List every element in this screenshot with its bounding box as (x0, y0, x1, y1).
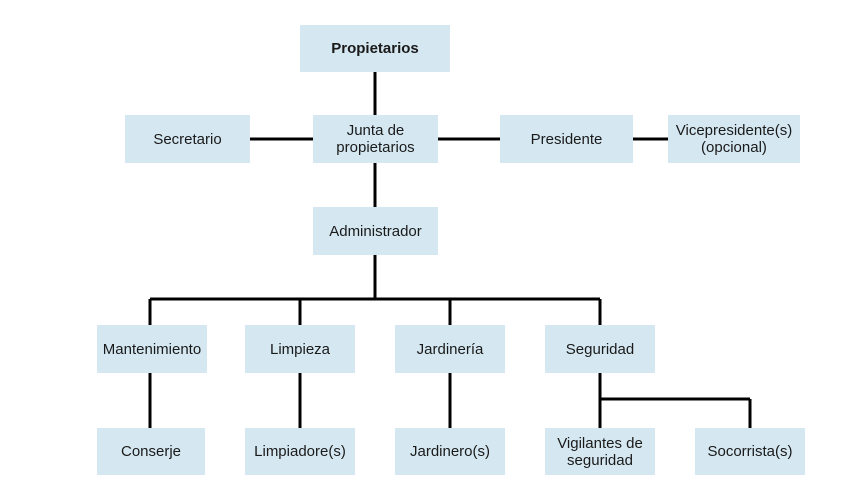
node-administrador: Administrador (313, 207, 438, 255)
node-presidente: Presidente (500, 115, 633, 163)
node-propietarios: Propietarios (300, 25, 450, 72)
node-secretario: Secretario (125, 115, 250, 163)
node-limpieza: Limpieza (245, 325, 355, 373)
node-limpiadores: Limpiadore(s) (245, 428, 355, 475)
node-junta-de-propietarios: Junta de propietarios (313, 115, 438, 163)
node-socorristas: Socorrista(s) (695, 428, 805, 475)
node-jardineros: Jardinero(s) (395, 428, 505, 475)
node-conserje: Conserje (97, 428, 205, 475)
node-mantenimiento: Mantenimiento (97, 325, 207, 373)
node-seguridad: Seguridad (545, 325, 655, 373)
node-vicepresidente: Vicepresidente(s) (opcional) (668, 115, 800, 163)
node-jardineria: Jardinería (395, 325, 505, 373)
node-vigilantes-de-seguridad: Vigilantes de seguridad (545, 428, 655, 475)
